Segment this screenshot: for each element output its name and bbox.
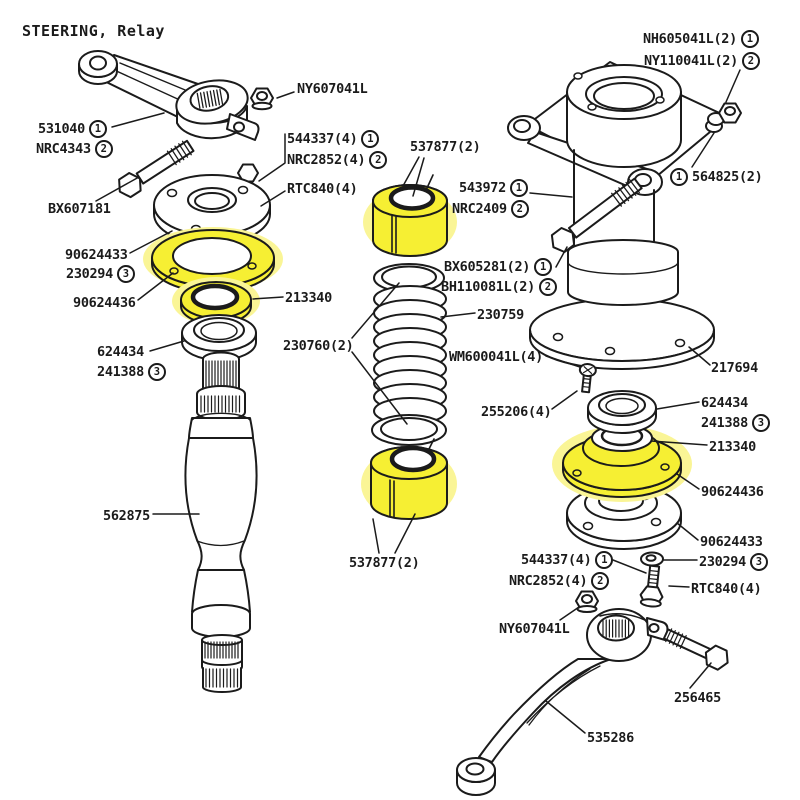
part-label-537877-bottom: 537877(2) (349, 555, 420, 571)
highlighted-washer-90624436-left (143, 227, 283, 293)
part-label-255206: 255206(4) (481, 404, 552, 420)
part-label-230760: 230760(2) (283, 338, 354, 354)
part-label-ny607041l-bottom: NY607041L (499, 621, 570, 637)
part-label-213340-left: 213340 (285, 290, 332, 306)
part-label-90624433-left: 90624433 (65, 247, 128, 263)
nut-ny607041l-top (250, 87, 274, 111)
highlighted-bushing-537877-top (363, 174, 457, 257)
housing-body-217694 (529, 149, 715, 370)
part-label-rtc840-top: RTC840(4) (287, 181, 358, 197)
part-label-544337-bottom: 544337(4)1 (521, 551, 614, 569)
part-label-nrc2852-top: NRC2852(4)2 (287, 151, 388, 169)
part-label-bx605281: BX605281(2)1 (444, 258, 553, 276)
lower-drop-arm-535286 (456, 608, 669, 796)
leader-lines (95, 69, 741, 734)
part-label-535286: 535286 (587, 730, 634, 746)
part-label-nrc2852-bottom: NRC2852(4)2 (509, 572, 610, 590)
page-title: STEERING, Relay (22, 22, 165, 40)
highlighted-bushing-537877-bottom (361, 438, 457, 520)
part-label-624434-right: 624434 (701, 395, 748, 411)
part-label-bh110081l: BH110081L(2)2 (441, 278, 557, 296)
spring-230759 (373, 285, 447, 425)
part-label-256465: 256465 (674, 690, 721, 706)
part-label-rtc840-bottom: RTC840(4) (691, 581, 762, 597)
part-label-217694: 217694 (711, 360, 758, 376)
part-label-ny607041l-top: NY607041L (297, 81, 368, 97)
part-label-562875: 562875 (103, 508, 150, 524)
bolt-bx605281 (550, 177, 643, 253)
part-label-537877-top: 537877(2) (410, 139, 481, 155)
part-label-bx607181: BX607181 (48, 201, 111, 217)
part-label-230759: 230759 (477, 307, 524, 323)
bearing-624434-left (181, 314, 257, 361)
part-label-ny110041l: NY110041L(2)2 (644, 52, 760, 70)
bolt-256465 (662, 628, 729, 671)
screw-rtc840-bottom (639, 564, 664, 608)
washer-230294-right (640, 551, 664, 567)
part-label-624434-left: 624434 (97, 344, 144, 360)
part-label-90624436-left: 90624436 (73, 295, 136, 311)
upper-drop-arm-531040 (78, 50, 260, 141)
screw-wm600041l (578, 363, 597, 394)
part-label-213340-right: 213340 (709, 439, 756, 455)
relay-shaft-562875 (184, 351, 258, 693)
nut-washers-nh605041l-564825 (705, 102, 742, 133)
bearing-624434-right (587, 390, 657, 434)
spring-washer-230760-lower (371, 414, 447, 446)
highlighted-flange-90624436-right (552, 426, 692, 502)
part-label-nh605041l: NH605041L(2)1 (643, 30, 759, 48)
nut-ny607041l-bottom (575, 590, 599, 613)
part-label-544337-top: 544337(4)1 (287, 130, 380, 148)
part-label-90624433-right: 90624433 (700, 534, 763, 550)
part-label-wm600041l: WM600041L(4) (449, 349, 543, 365)
part-label-90624436-right: 90624436 (701, 484, 764, 500)
